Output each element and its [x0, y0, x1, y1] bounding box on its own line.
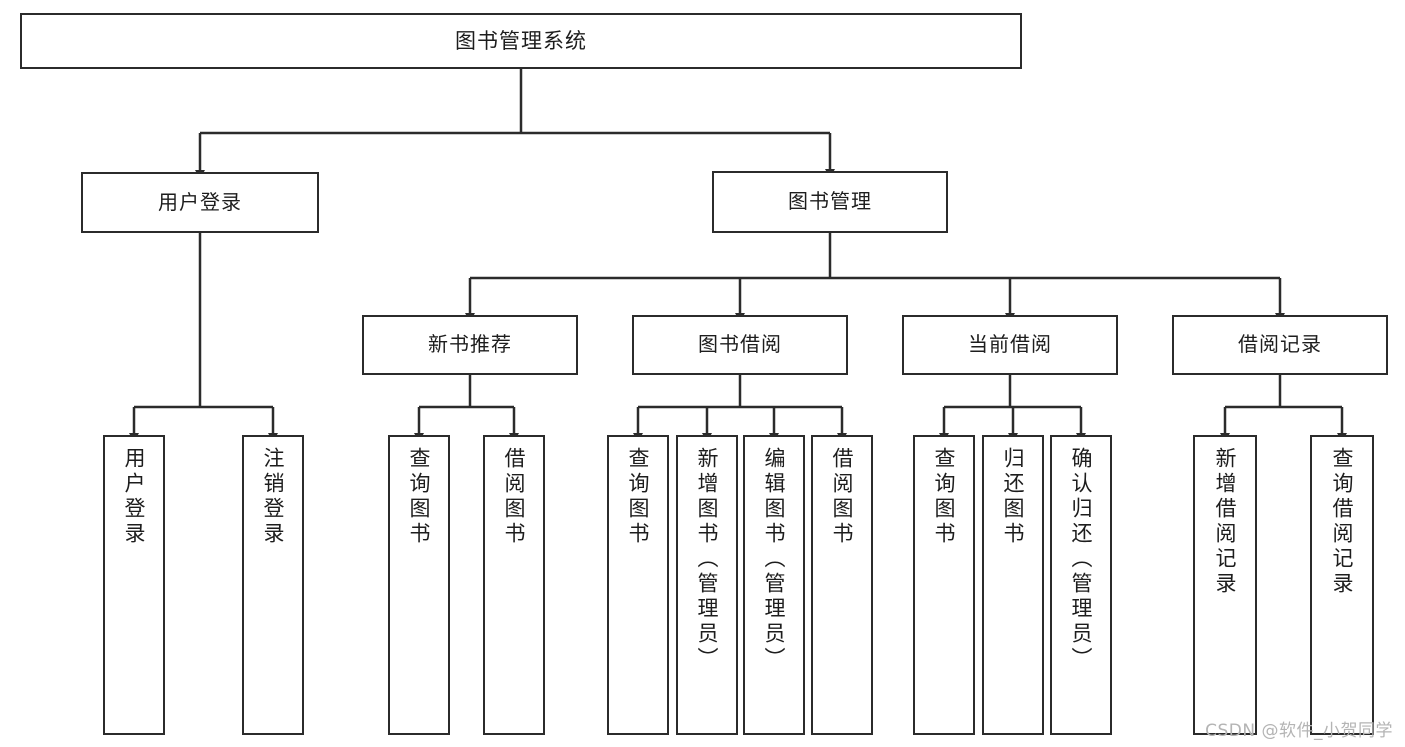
leaf-book-borrow-2[interactable]: 编辑图书（管理员） — [743, 435, 805, 735]
leaf-book-borrow-2-label: 编辑图书（管理员） — [762, 447, 787, 672]
node-user-login-label: 用户登录 — [158, 189, 242, 214]
leaf-borrow-record-0[interactable]: 新增借阅记录 — [1193, 435, 1257, 735]
watermark-text: CSDN @软件_小贺同学 — [1205, 721, 1393, 741]
node-book-borrow-label: 图书借阅 — [698, 332, 782, 357]
node-new-book-recommend[interactable]: 新书推荐 — [362, 315, 578, 375]
leaf-user-login-1-label: 注销登录 — [261, 447, 286, 547]
node-book-borrow[interactable]: 图书借阅 — [632, 315, 848, 375]
leaf-user-login-1[interactable]: 注销登录 — [242, 435, 304, 735]
node-borrow-record[interactable]: 借阅记录 — [1172, 315, 1388, 375]
leaf-new-book-recommend-1-label: 借阅图书 — [502, 447, 527, 547]
node-root-label: 图书管理系统 — [455, 28, 587, 53]
leaf-new-book-recommend-1[interactable]: 借阅图书 — [483, 435, 545, 735]
leaf-current-borrow-2[interactable]: 确认归还（管理员） — [1050, 435, 1112, 735]
leaf-user-login-0[interactable]: 用户登录 — [103, 435, 165, 735]
node-current-borrow-label: 当前借阅 — [968, 332, 1052, 357]
leaf-user-login-0-label: 用户登录 — [122, 447, 147, 547]
leaf-book-borrow-1-label: 新增图书（管理员） — [695, 447, 720, 672]
node-root[interactable]: 图书管理系统 — [20, 13, 1022, 69]
node-book-management-label: 图书管理 — [788, 189, 872, 214]
leaf-new-book-recommend-0[interactable]: 查询图书 — [388, 435, 450, 735]
leaf-borrow-record-0-label: 新增借阅记录 — [1213, 447, 1238, 597]
leaf-book-borrow-0-label: 查询图书 — [626, 447, 651, 547]
node-current-borrow[interactable]: 当前借阅 — [902, 315, 1118, 375]
leaf-book-borrow-3[interactable]: 借阅图书 — [811, 435, 873, 735]
node-borrow-record-label: 借阅记录 — [1238, 332, 1322, 357]
leaf-borrow-record-1-label: 查询借阅记录 — [1330, 447, 1355, 597]
leaf-current-borrow-1[interactable]: 归还图书 — [982, 435, 1044, 735]
leaf-current-borrow-0-label: 查询图书 — [932, 447, 957, 547]
node-new-book-recommend-label: 新书推荐 — [428, 332, 512, 357]
leaf-book-borrow-0[interactable]: 查询图书 — [607, 435, 669, 735]
leaf-current-borrow-1-label: 归还图书 — [1001, 447, 1026, 547]
leaf-book-borrow-3-label: 借阅图书 — [830, 447, 855, 547]
node-book-management[interactable]: 图书管理 — [712, 171, 948, 233]
node-user-login[interactable]: 用户登录 — [81, 172, 319, 233]
leaf-borrow-record-1[interactable]: 查询借阅记录 — [1310, 435, 1374, 735]
leaf-new-book-recommend-0-label: 查询图书 — [407, 447, 432, 547]
leaf-current-borrow-2-label: 确认归还（管理员） — [1069, 447, 1094, 672]
leaf-book-borrow-1[interactable]: 新增图书（管理员） — [676, 435, 738, 735]
leaf-current-borrow-0[interactable]: 查询图书 — [913, 435, 975, 735]
